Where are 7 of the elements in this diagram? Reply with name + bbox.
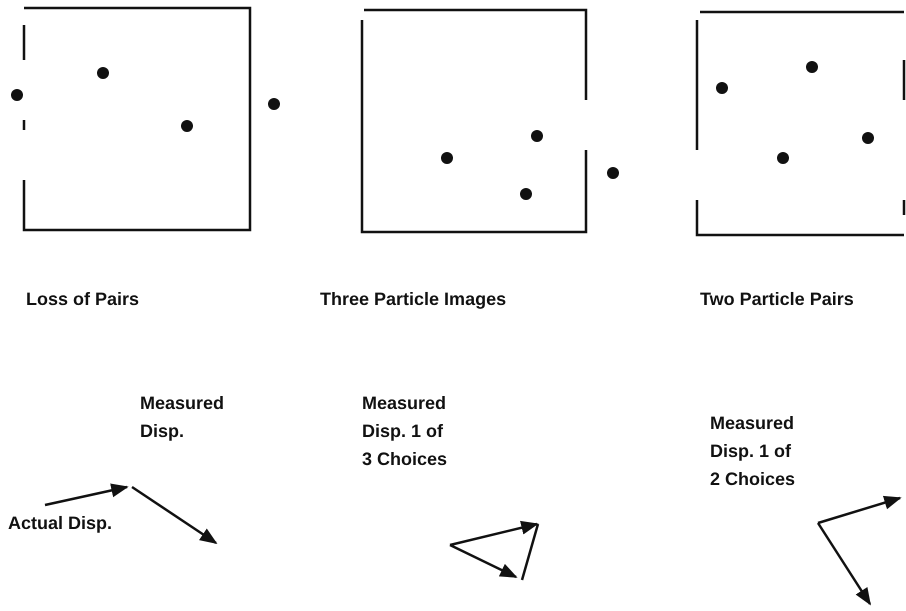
- vector-label: Measured Disp.: [140, 392, 226, 443]
- panel-caption: Three Particle Images: [320, 288, 506, 311]
- vector-label: Actual Disp.: [8, 512, 112, 535]
- vector-label: Measured Disp. 1 of 3 Choices: [362, 392, 448, 471]
- panel-caption: Loss of Pairs: [26, 288, 140, 311]
- panel-caption: Two Particle Pairs: [700, 288, 854, 311]
- vector-label: Measured Disp. 1 of 2 Choices: [710, 412, 796, 491]
